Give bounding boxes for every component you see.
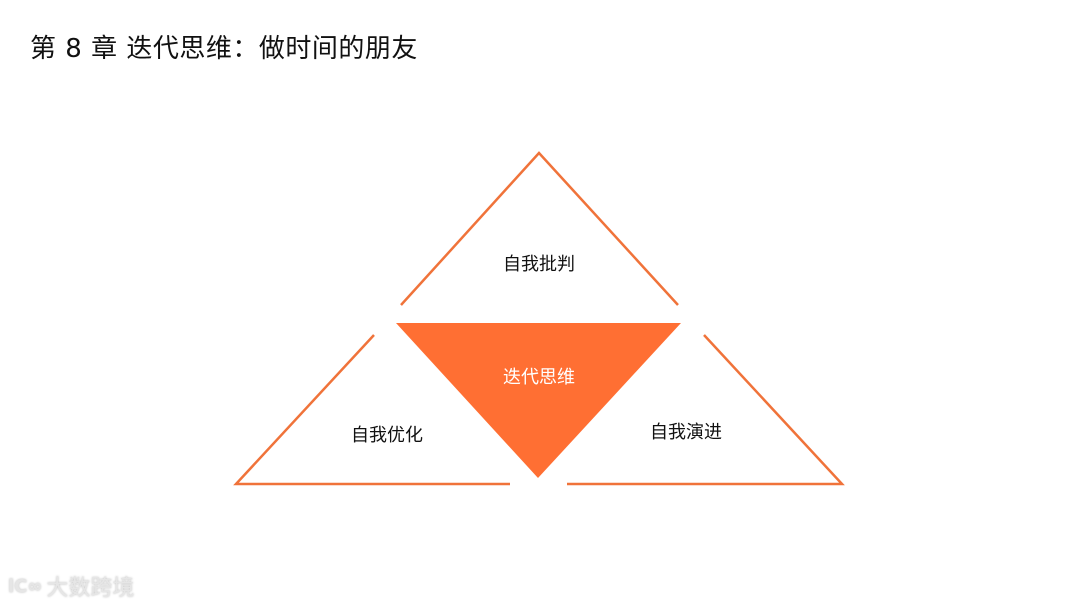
top-label: 自我批判 xyxy=(503,254,575,275)
left-triangle-outline xyxy=(233,334,510,486)
left-label: 自我优化 xyxy=(351,425,423,446)
center-label: 迭代思维 xyxy=(503,367,575,388)
logo-icon: lC∞ xyxy=(8,575,43,597)
watermark-logo: lC∞ 大数跨境 xyxy=(8,570,134,602)
logo-text: 大数跨境 xyxy=(46,576,135,601)
top-triangle-outline xyxy=(400,151,679,306)
right-label: 自我演进 xyxy=(650,422,722,443)
page-title: 第 8 章 迭代思维：做时间的朋友 xyxy=(30,34,418,64)
center-triangle xyxy=(396,323,681,478)
right-triangle-outline xyxy=(567,334,845,486)
